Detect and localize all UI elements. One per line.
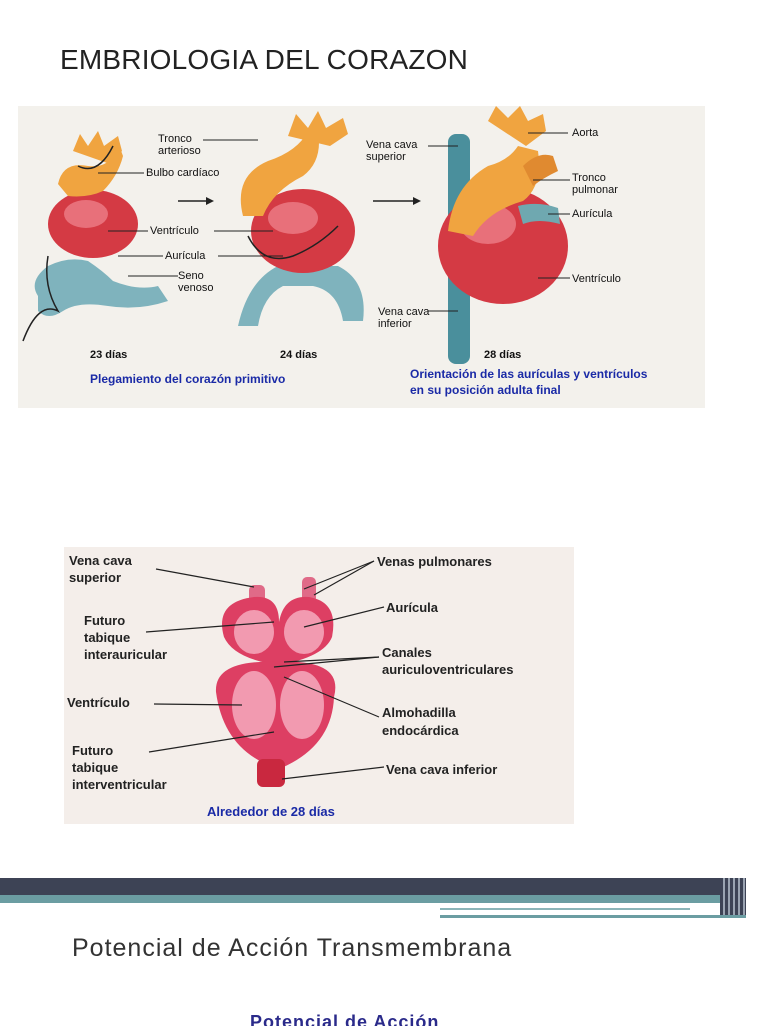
label-auricula: Aurícula — [572, 208, 613, 220]
slide-separator — [0, 878, 746, 895]
label-seno: Seno — [178, 270, 204, 282]
heart-23-days — [22, 131, 169, 342]
caption: Plegamiento del corazón primitivo — [90, 372, 285, 386]
label-tabique-interventricular: Futuro — [72, 743, 113, 758]
label-almohadilla: endocárdica — [382, 723, 459, 738]
decorative-line — [440, 908, 690, 910]
slide-title: EMBRIOLOGIA DEL CORAZON — [60, 44, 469, 75]
label-auricula: Aurícula — [386, 600, 439, 615]
label-vena-cava-inf: inferior — [378, 318, 412, 330]
heart-folding-illustration: Tronco arterioso Bulbo cardíaco Ventrícu… — [22, 106, 648, 397]
decorative-stripes — [720, 878, 746, 915]
label-vena-cava-inf: Vena cava inferior — [386, 762, 497, 777]
label-venas-pulmonares: Venas pulmonares — [377, 554, 492, 569]
label-vena-cava-sup: Vena cava — [366, 139, 418, 151]
label-tabique-interauricular: tabique — [84, 630, 130, 645]
label-day: 28 días — [484, 349, 521, 361]
leader-lines — [98, 132, 570, 312]
heart-24-days — [238, 111, 364, 326]
label-vena-cava-sup: Vena cava — [69, 553, 133, 568]
label-canales: auriculoventriculares — [382, 662, 514, 677]
label-day: 24 días — [280, 349, 317, 361]
label-vena-cava-inf: Vena cava — [378, 306, 430, 318]
caption: Orientación de las aurículas y ventrícul… — [410, 367, 648, 381]
label-vena-cava-sup: superior — [366, 151, 406, 163]
label-tronco-pulmonar: pulmonar — [572, 184, 618, 196]
heart-section — [215, 577, 336, 787]
label-tabique-interauricular: interauricular — [84, 647, 167, 662]
caption: en su posición adulta final — [410, 383, 561, 397]
heart-28-days — [438, 106, 568, 364]
label-tabique-interventricular: interventricular — [72, 777, 167, 792]
label-seno: venoso — [178, 282, 213, 294]
label-tronco: arterioso — [158, 145, 201, 157]
leader-lines — [145, 560, 385, 780]
label-bulbo: Bulbo cardíaco — [146, 167, 219, 179]
caption: Alrededor de 28 días — [207, 804, 335, 819]
label-almohadilla: Almohadilla — [382, 705, 456, 720]
next-slide-title: Potencial de Acción Transmembrana — [72, 934, 513, 962]
label-ventriculo: Ventrículo — [572, 273, 621, 285]
label-tabique-interventricular: tabique — [72, 760, 118, 775]
next-slide-content-peek: Potencial de Acción — [250, 1014, 470, 1026]
heart-folding-figure: Tronco arterioso Bulbo cardíaco Ventrícu… — [18, 106, 705, 408]
slide-separator-accent — [0, 895, 746, 903]
peek-text: Potencial de Acción — [250, 1014, 440, 1026]
label-tabique-interauricular: Futuro — [84, 613, 125, 628]
label-day: 23 días — [90, 349, 127, 361]
label-aorta: Aorta — [572, 127, 599, 139]
label-canales: Canales — [382, 645, 432, 660]
label-tronco-pulmonar: Tronco — [572, 172, 606, 184]
label-ventriculo: Ventrículo — [67, 695, 130, 710]
heart-septation-figure: Vena cava superior Futuro tabique intera… — [64, 547, 574, 824]
label-tronco: Tronco — [158, 133, 192, 145]
label-auricula: Aurícula — [165, 250, 206, 262]
label-vena-cava-sup: superior — [69, 570, 121, 585]
heart-septation-illustration: Vena cava superior Futuro tabique intera… — [67, 553, 514, 819]
decorative-line — [440, 915, 746, 918]
label-ventriculo: Ventrículo — [150, 225, 199, 237]
